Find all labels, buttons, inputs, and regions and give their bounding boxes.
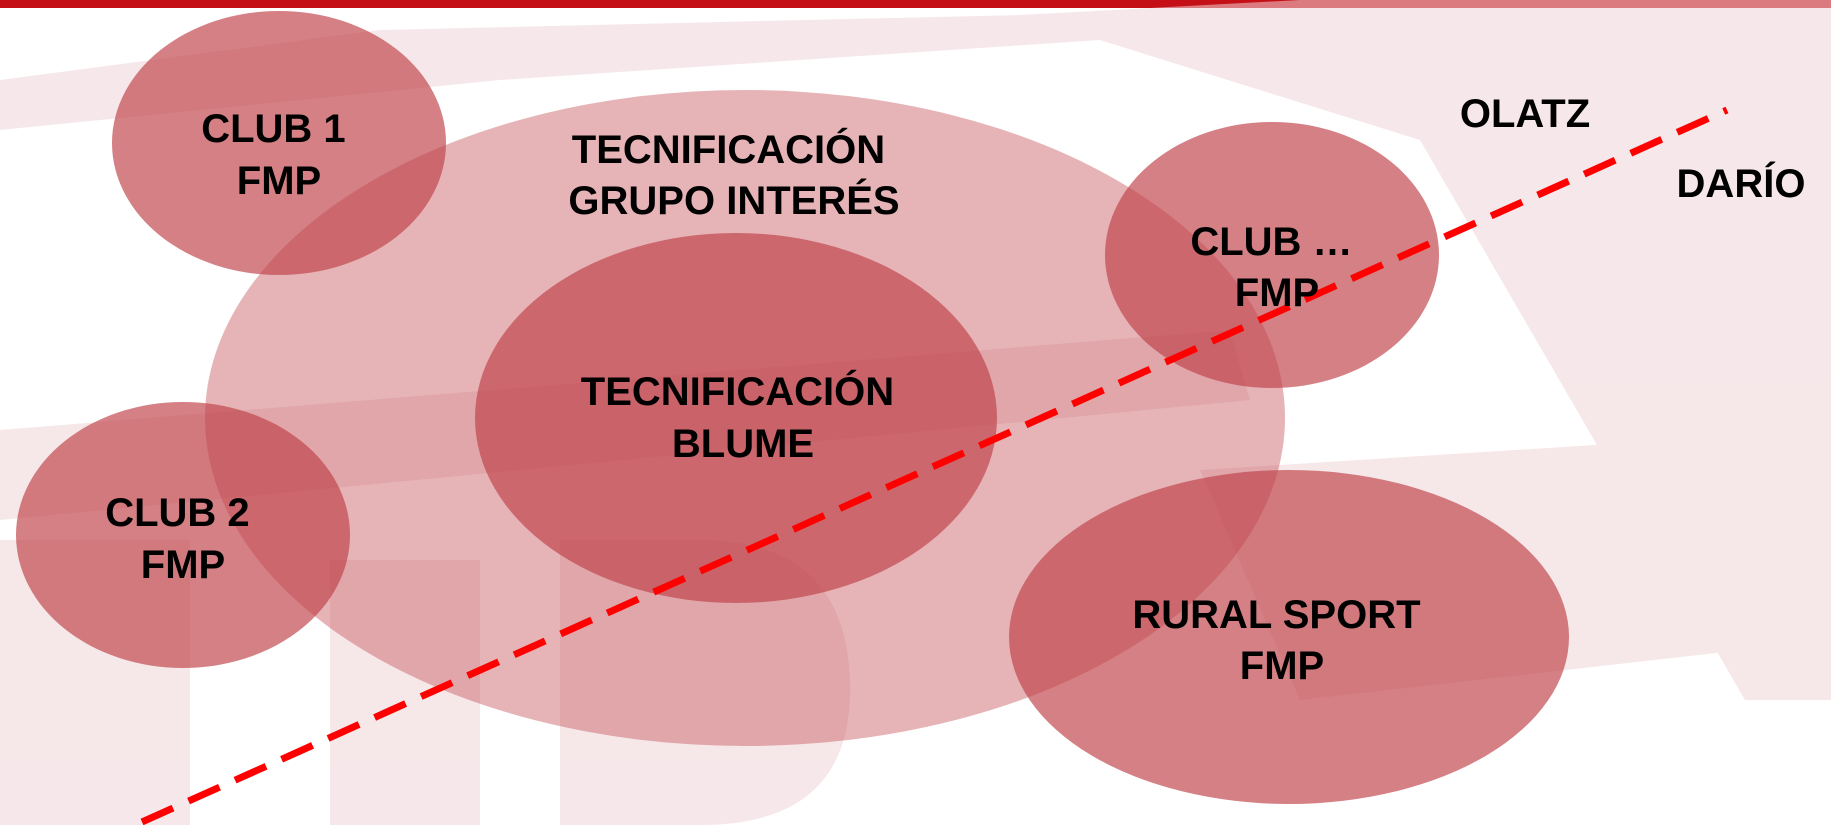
club-etc-line2: FMP — [1235, 271, 1319, 315]
ellipse-club-etc — [1105, 122, 1439, 388]
club-1-line2: FMP — [237, 159, 321, 203]
tecnificacion-blume-line1: TECNIFICACIÓN — [581, 368, 894, 414]
top-accent-bar — [0, 0, 1831, 8]
ellipse-club-2 — [16, 402, 350, 668]
club-1-label: CLUB 1 FMP — [201, 107, 357, 203]
club-2-label: CLUB 2 FMP — [105, 491, 261, 587]
name-dario: DARÍO — [1677, 161, 1806, 206]
tecnificacion-grupo-line1: TECNIFICACIÓN — [572, 126, 885, 172]
tecnificacion-grupo-interes-label: TECNIFICACIÓN GRUPO INTERÉS — [568, 126, 899, 223]
rural-sport-line1: RURAL SPORT — [1132, 593, 1420, 637]
club-etc-line1: CLUB … — [1190, 220, 1352, 264]
ellipse-tecnificacion-blume — [475, 233, 997, 603]
club-etc-label: CLUB … FMP — [1190, 220, 1363, 315]
ellipses — [16, 11, 1569, 804]
club-1-line1: CLUB 1 — [201, 107, 345, 151]
rural-sport-line2: FMP — [1240, 644, 1324, 688]
tecnificacion-blume-line2: BLUME — [672, 422, 814, 466]
ellipse-club-1 — [112, 11, 446, 275]
node-labels: CLUB 1 FMP CLUB 2 FMP TECNIFICACIÓN GRUP… — [105, 92, 1805, 688]
tecnificacion-grupo-line2: GRUPO INTERÉS — [568, 178, 899, 223]
club-2-line2: FMP — [141, 543, 225, 587]
club-2-line1: CLUB 2 — [105, 491, 249, 535]
dashed-divider-line — [140, 106, 1729, 825]
ellipse-rural-sport — [1009, 470, 1569, 804]
tecnificacion-blume-label: TECNIFICACIÓN BLUME — [581, 368, 905, 466]
rural-sport-label: RURAL SPORT FMP — [1132, 593, 1431, 688]
name-olatz: OLATZ — [1460, 92, 1590, 136]
